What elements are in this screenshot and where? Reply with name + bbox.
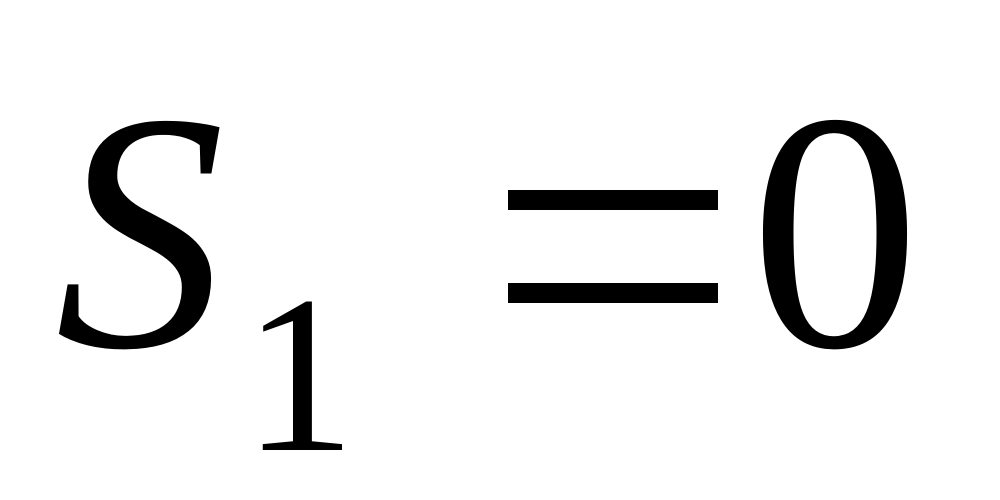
equals-sign-top-bar bbox=[508, 190, 718, 210]
equals-sign bbox=[508, 190, 718, 305]
equals-sign-bottom-bar bbox=[508, 283, 718, 303]
equation-value: 0 bbox=[750, 43, 920, 420]
variable-symbol: S bbox=[55, 43, 225, 420]
variable-subscript: 1 bbox=[243, 249, 356, 499]
